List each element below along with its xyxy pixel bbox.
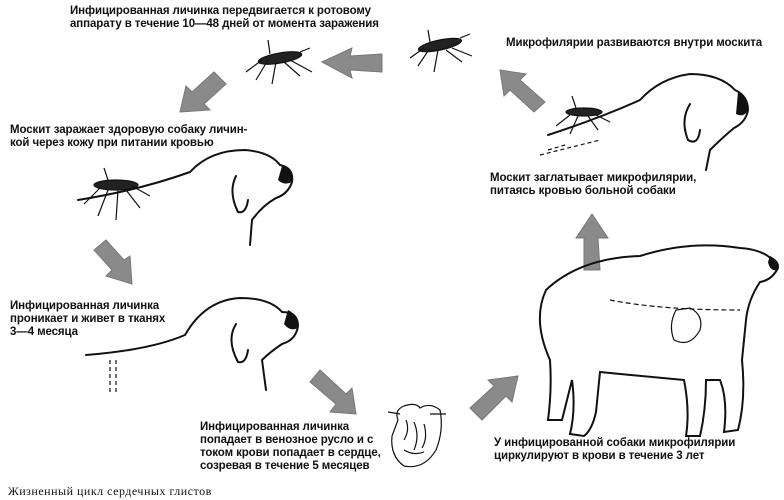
text-line: У инфицированной собаки микрофилярии xyxy=(494,437,736,449)
text-line: проникает и живет в тканях xyxy=(10,313,166,325)
arrow-down-left-icon xyxy=(179,71,227,113)
text-line: 3—4 месяца xyxy=(10,326,78,338)
text-line: Инфицированная личинка xyxy=(200,421,350,433)
dog-head-drawing xyxy=(77,148,294,246)
text-line: попадает в венозное русло и с xyxy=(200,434,374,446)
step-larva-moves-to-mouth: Инфицированная личинка передвигается к р… xyxy=(70,5,379,31)
arrow-down-icon xyxy=(93,239,133,285)
text-line: питаясь кровью больной собаки xyxy=(490,185,676,197)
text-line: Москит заглатывает микрофилярии, xyxy=(490,172,697,184)
text-line: созревая в течение 5 месяцев xyxy=(200,460,370,472)
dog-head-drawing xyxy=(85,296,300,392)
figure-caption: Жизненный цикл сердечных глистов xyxy=(8,484,212,498)
text-line: циркулируют в крови в течение 3 лет xyxy=(494,450,705,462)
arrow-up-left-icon xyxy=(499,69,546,113)
text-line: током крови попадает в сердце, xyxy=(200,447,381,459)
mosquito-icon xyxy=(83,167,151,221)
arrow-up-icon xyxy=(575,213,609,271)
text-line: Микрофилярии развиваются внутри москита xyxy=(506,37,763,49)
mosquito-icon xyxy=(409,29,473,73)
step-mosquito-infects-dog: Москит заражает здоровую собаку личин- к… xyxy=(10,124,247,150)
text-line: Инфицированная личинка xyxy=(10,300,160,312)
step-larva-to-heart: Инфицированная личинка попадает в венозн… xyxy=(200,421,381,473)
arrow-down-right-icon xyxy=(309,369,357,415)
step-mosquito-ingests: Москит заглатывает микрофилярии, питаясь… xyxy=(490,172,696,198)
step-larva-in-tissues: Инфицированная личинка проникает и живет… xyxy=(10,300,165,339)
infected-dog-drawing xyxy=(538,244,780,438)
mosquito-icon xyxy=(245,39,313,85)
mosquito-icon xyxy=(555,95,611,135)
arrow-up-right-icon xyxy=(469,375,519,421)
text-line: Инфицированная личинка передвигается к р… xyxy=(70,5,371,17)
heart-drawing xyxy=(387,403,446,468)
step-microfilariae-develop: Микрофилярии развиваются внутри москита xyxy=(506,37,762,50)
dog-head-drawing xyxy=(539,72,750,171)
step-microfilariae-circulate: У инфицированной собаки микрофилярии цир… xyxy=(494,437,735,463)
arrow-left-icon xyxy=(320,47,383,79)
text-line: кой через кожу при питании кровью xyxy=(10,137,214,149)
text-line: аппарату в течение 10—48 дней от момента… xyxy=(70,18,379,30)
text-line: Москит заражает здоровую собаку личин- xyxy=(10,124,248,136)
